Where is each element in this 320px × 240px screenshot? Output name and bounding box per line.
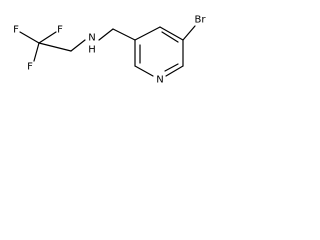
bond-c1-f-bottom <box>33 42 40 62</box>
bond-ring-n-c2 <box>134 65 154 77</box>
atom-label-pyridine-n: N <box>156 75 163 86</box>
bond-ring-c4-c5 <box>159 26 184 41</box>
bond-c1-c2 <box>38 42 72 52</box>
bond-ring-double-bottom <box>164 63 179 72</box>
bond-c1-f-top-left <box>19 31 40 44</box>
atom-label-amine-n: N <box>88 33 95 44</box>
bond-c1-f-top-right <box>38 31 57 44</box>
atom-label-amine-h: H <box>88 45 96 56</box>
bond-c2-nh <box>70 39 86 52</box>
bond-c3-ring <box>112 28 136 41</box>
atom-label-f-top-left: F <box>13 25 19 36</box>
bond-ring-c6-n <box>165 65 184 77</box>
atom-label-f-bottom: F <box>27 62 33 73</box>
atom-label-f-top-right: F <box>57 25 63 36</box>
atom-labels: F F F N H Br N <box>13 15 206 86</box>
atom-label-bromine: Br <box>195 15 207 26</box>
molecule-structure: F F F N H Br N <box>13 15 206 86</box>
bond-nh-c3 <box>98 28 114 41</box>
bond-c5-br <box>182 25 196 41</box>
bond-ring-c3-c4 <box>134 26 161 41</box>
bond-ring-double-top <box>161 31 179 43</box>
bonds <box>19 25 196 77</box>
